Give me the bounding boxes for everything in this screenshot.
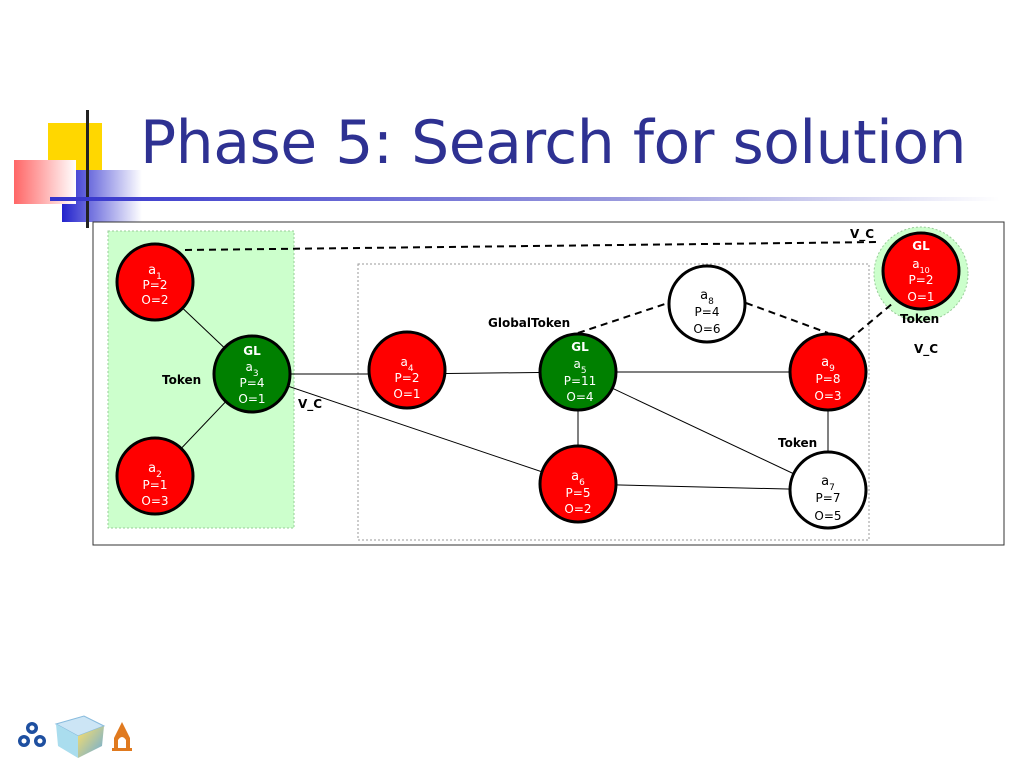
- node-a2-name: a2: [148, 461, 162, 480]
- edge-a8-a9-dashed: [745, 302, 829, 334]
- label-vc-a3: V_C: [298, 397, 322, 412]
- node-a4-circle: [367, 330, 447, 410]
- node-a6-name: a6: [571, 469, 585, 488]
- node-a1-p: P=2: [143, 278, 168, 292]
- node-a8-p: P=4: [695, 305, 720, 319]
- node-a3-name: a3: [245, 360, 258, 379]
- title-underline: [50, 197, 1000, 201]
- node-a5-circle: [538, 332, 618, 412]
- flame-logo-icon: [112, 722, 132, 751]
- node-a8-name: a8: [700, 288, 714, 307]
- node-a9-o: O=3: [814, 389, 841, 403]
- node-a1-name: a1: [148, 263, 162, 282]
- label-global-token: GlobalToken: [488, 316, 570, 330]
- node-a7-circle: [788, 450, 868, 530]
- node-a7[interactable]: a7 P=7 O=5: [788, 450, 868, 530]
- node-a10-p: P=2: [909, 273, 934, 287]
- node-a3-gl: GL: [243, 344, 261, 358]
- node-a6-o: O=2: [564, 502, 591, 516]
- edge-a3-a6: [251, 373, 579, 485]
- edge-a1-a10-dashed: [184, 241, 881, 251]
- edge-a9-a10-dashed: [848, 302, 894, 341]
- node-a8-o: O=6: [693, 322, 720, 336]
- node-a2[interactable]: a2 P=1 O=3: [115, 436, 195, 516]
- node-a8-circle: [667, 264, 747, 344]
- node-a1[interactable]: a1 P=2 O=2: [115, 242, 195, 322]
- node-a5-o: O=4: [566, 390, 593, 404]
- dashed-edges: [184, 241, 894, 341]
- label-token-a7: Token: [778, 436, 817, 450]
- node-a4-p: P=2: [395, 371, 420, 385]
- node-a2-p: P=1: [143, 478, 168, 492]
- edge-a5-a7: [577, 371, 829, 491]
- trefoil-logo-icon: [18, 722, 46, 747]
- node-a4-name: a4: [400, 355, 413, 374]
- node-a6-p: P=5: [566, 486, 591, 500]
- cube-logo-icon: [54, 715, 106, 758]
- node-a7-p: P=7: [816, 491, 841, 505]
- node-a4-o: O=1: [393, 387, 420, 401]
- label-token-a10: Token: [900, 312, 939, 326]
- node-a5[interactable]: GL a5 P=11 O=4: [538, 332, 618, 412]
- node-a6[interactable]: a6 P=5 O=2: [538, 444, 618, 524]
- node-a3-p: P=4: [240, 376, 265, 390]
- node-a10-circle: [881, 231, 961, 311]
- title-decoration: [14, 110, 1000, 228]
- edge-a6-a7: [577, 483, 829, 491]
- node-a3-circle: [212, 334, 292, 414]
- node-a6-circle: [538, 444, 618, 524]
- node-a10-gl: GL: [912, 239, 930, 253]
- node-a9-name: a9: [821, 355, 835, 374]
- node-a1-o: O=2: [141, 293, 168, 307]
- node-a7-o: O=5: [814, 509, 841, 523]
- node-a9-p: P=8: [816, 372, 841, 386]
- label-token-a3: Token: [162, 373, 201, 387]
- node-a5-p: P=11: [564, 374, 597, 388]
- node-a10[interactable]: GL a10 P=2 O=1: [881, 231, 961, 311]
- label-vc-a10: V_C: [914, 342, 938, 357]
- node-a3-o: O=1: [238, 392, 265, 406]
- node-a10-o: O=1: [907, 290, 934, 304]
- footer-logos: [18, 715, 132, 758]
- node-a3[interactable]: GL a3 P=4 O=1: [212, 334, 292, 414]
- red-square: [14, 160, 76, 204]
- diagram-frame: [92, 221, 1005, 546]
- group-2-box: [357, 263, 870, 541]
- vertical-rule: [86, 110, 89, 228]
- node-a2-circle: [115, 436, 195, 516]
- label-vc-top: V_C: [850, 227, 874, 242]
- node-a9-circle: [788, 332, 868, 412]
- slide-title: Phase 5: Search for solution: [140, 108, 967, 178]
- node-a1-circle: [115, 242, 195, 322]
- node-a7-name: a7: [821, 474, 835, 493]
- node-a2-o: O=3: [141, 494, 168, 508]
- node-a4[interactable]: a4 P=2 O=1: [367, 330, 447, 410]
- node-a8[interactable]: a8 P=4 O=6: [667, 264, 747, 344]
- node-a9[interactable]: a9 P=8 O=3: [788, 332, 868, 412]
- node-a5-name: a5: [573, 357, 586, 376]
- edge-a5-a8-dashed: [577, 302, 669, 334]
- node-a5-gl: GL: [571, 340, 589, 354]
- node-a10-name: a10: [912, 257, 930, 275]
